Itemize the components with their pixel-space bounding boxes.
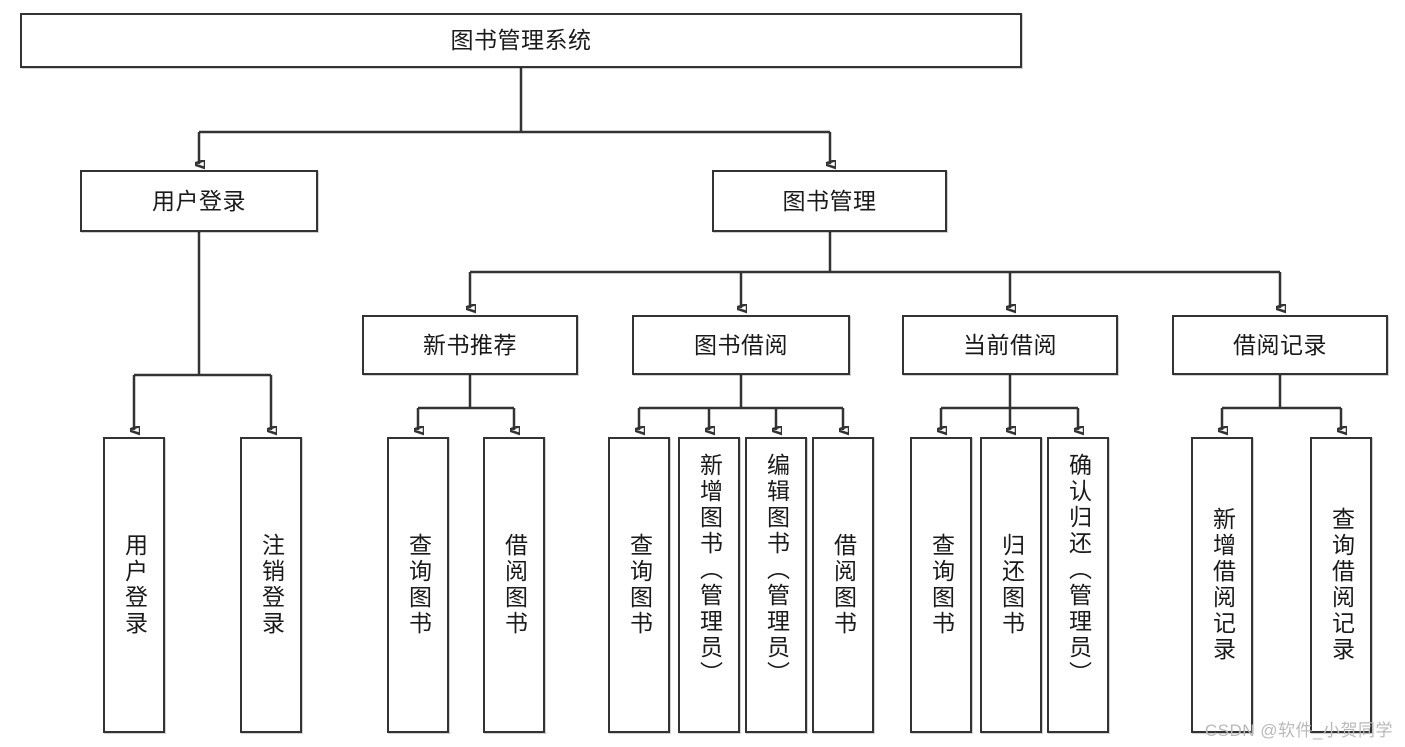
node-label: 图书管理系统: [450, 27, 592, 54]
node-label: 归还图书: [998, 533, 1025, 637]
node-label: 注销登录: [258, 533, 285, 637]
leaf-borrow-query-book[interactable]: 查询图书: [608, 437, 670, 733]
node-label: 用户登录: [121, 533, 148, 637]
node-label: 查询借阅记录: [1328, 507, 1355, 663]
node-label: 用户登录: [152, 187, 246, 214]
leaf-record-query-record[interactable]: 查询借阅记录: [1310, 437, 1372, 733]
node-root-system[interactable]: 图书管理系统: [20, 13, 1022, 68]
leaf-borrow-borrow-book[interactable]: 借阅图书: [812, 437, 874, 733]
node-label: 图书借阅: [694, 331, 788, 358]
node-label: 借阅图书: [501, 533, 528, 637]
node-label: 查询图书: [626, 533, 653, 637]
node-label: 查询图书: [405, 533, 432, 637]
leaf-recommend-query-book[interactable]: 查询图书: [387, 437, 449, 733]
node-current-borrow[interactable]: 当前借阅: [902, 315, 1118, 375]
node-label: 图书管理: [782, 187, 877, 214]
node-label: 借阅图书: [830, 533, 857, 637]
leaf-recommend-borrow-book[interactable]: 借阅图书: [483, 437, 545, 733]
leaf-current-query-book[interactable]: 查询图书: [910, 437, 972, 733]
leaf-borrow-add-book-admin[interactable]: 新增图书（管理员）: [678, 437, 740, 733]
node-book-management[interactable]: 图书管理: [712, 170, 947, 232]
leaf-current-confirm-return-admin[interactable]: 确认归还（管理员）: [1047, 437, 1109, 733]
leaf-user-login-login[interactable]: 用户登录: [103, 437, 165, 733]
node-label: 新书推荐: [423, 331, 517, 358]
node-label: 借阅记录: [1233, 331, 1327, 358]
node-book-borrow[interactable]: 图书借阅: [632, 315, 850, 375]
node-label: 新增图书（管理员）: [696, 453, 723, 687]
leaf-current-return-book[interactable]: 归还图书: [980, 437, 1042, 733]
leaf-borrow-edit-book-admin[interactable]: 编辑图书（管理员）: [745, 437, 807, 733]
node-label: 确认归还（管理员）: [1065, 453, 1092, 687]
node-label: 查询图书: [928, 533, 955, 637]
node-label: 当前借阅: [963, 331, 1057, 358]
node-user-login[interactable]: 用户登录: [80, 170, 318, 232]
node-label: 编辑图书（管理员）: [763, 453, 790, 687]
node-new-book-recommend[interactable]: 新书推荐: [362, 315, 578, 375]
node-borrow-record[interactable]: 借阅记录: [1172, 315, 1388, 375]
leaf-user-login-logout[interactable]: 注销登录: [240, 437, 302, 733]
leaf-record-add-record[interactable]: 新增借阅记录: [1191, 437, 1253, 733]
node-label: 新增借阅记录: [1209, 507, 1236, 663]
